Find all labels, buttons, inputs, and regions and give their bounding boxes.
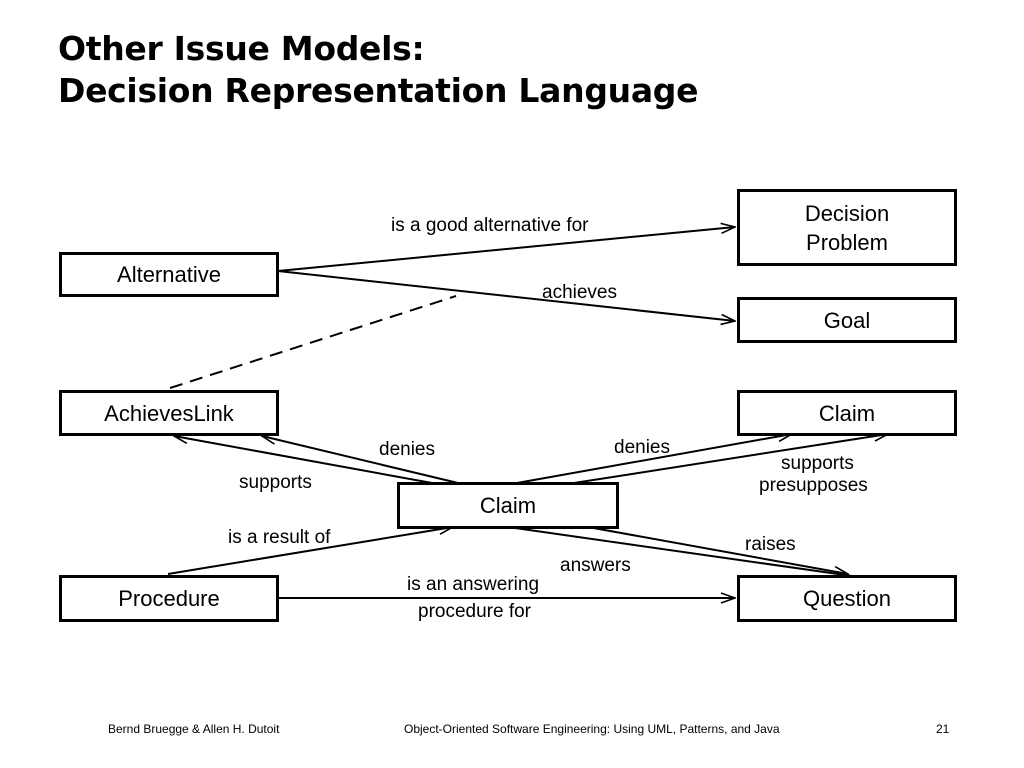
- node-question: Question: [737, 575, 957, 622]
- label-answering-procedure-line1: is an answering: [407, 574, 540, 595]
- label-good-alternative-for: is a good alternative for: [391, 215, 589, 236]
- edge-supports-claim: [573, 434, 888, 484]
- footer-page-number: 21: [936, 722, 950, 736]
- edge-is-a-result-of: [167, 527, 453, 575]
- node-goal: Goal: [737, 297, 957, 343]
- label-denies-right: denies: [614, 437, 670, 458]
- edge-raises: [587, 526, 848, 574]
- node-decision-problem: Decision Problem: [737, 189, 957, 266]
- node-claim-right: Claim: [737, 390, 957, 436]
- edge-supports-achieveslink: [174, 436, 433, 484]
- edge-good-alternative-for: [277, 227, 735, 272]
- node-claim-center: Claim: [397, 482, 619, 529]
- edge-achieves: [277, 270, 735, 321]
- slide-title: Other Issue Models: Decision Representat…: [58, 28, 699, 112]
- label-answers: answers: [560, 555, 631, 576]
- node-achieves-link: AchievesLink: [59, 390, 279, 436]
- title-line-1: Other Issue Models:: [58, 29, 425, 68]
- node-procedure: Procedure: [59, 575, 279, 622]
- footer-book-title: Object-Oriented Software Engineering: Us…: [404, 722, 780, 736]
- label-supports-left: supports: [239, 472, 312, 493]
- edge-answers: [507, 526, 853, 577]
- label-raises: raises: [745, 534, 796, 555]
- label-denies-left: denies: [379, 439, 435, 460]
- edge-denies-claim: [516, 434, 792, 484]
- label-supports-right: supports: [781, 453, 854, 474]
- footer-authors: Bernd Bruegge & Allen H. Dutoit: [108, 722, 280, 736]
- edge-denies-achieveslink: [262, 436, 459, 484]
- node-alternative: Alternative: [59, 252, 279, 297]
- title-line-2: Decision Representation Language: [58, 71, 699, 110]
- label-presupposes: presupposes: [759, 475, 868, 496]
- label-achieves: achieves: [542, 282, 617, 303]
- edge-dashed-association: [169, 295, 457, 389]
- label-answering-procedure-line2: procedure for: [418, 601, 532, 622]
- label-is-a-result-of: is a result of: [228, 527, 331, 548]
